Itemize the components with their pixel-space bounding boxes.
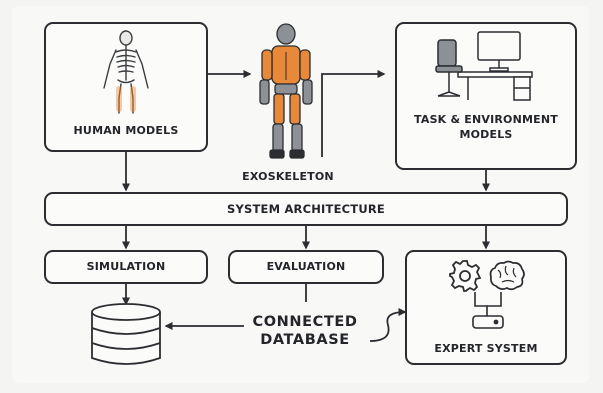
connected-database-label-line2: DATABASE — [260, 332, 350, 348]
brain-icon — [489, 260, 525, 291]
human-models-label: HUMAN MODELS — [73, 124, 179, 137]
arrow-exoskeleton-to-task — [321, 70, 386, 157]
database-icon — [91, 303, 161, 365]
gear-icon — [449, 260, 482, 292]
task-environment-label-line1: TASK & ENVIRONMENT — [414, 113, 558, 126]
workstation-icon — [435, 31, 533, 101]
arrow-connected-to-expert — [369, 308, 407, 342]
device-icon — [472, 292, 504, 329]
expert-system-label: EXPERT SYSTEM — [434, 342, 538, 355]
skeleton-icon — [103, 30, 149, 114]
connected-database-label-line1: CONNECTED — [252, 314, 358, 330]
system-architecture-label: SYSTEM ARCHITECTURE — [227, 202, 385, 216]
evaluation-box — [228, 250, 384, 284]
expert-system-box — [405, 250, 567, 365]
exoskeleton-label: EXOSKELETON — [242, 170, 334, 183]
exoskeleton-figure-icon — [259, 23, 313, 159]
system-architecture-box — [44, 192, 568, 226]
evaluation-label: EVALUATION — [266, 260, 346, 273]
simulation-label: SIMULATION — [86, 260, 166, 273]
human-models-box — [44, 22, 208, 152]
task-environment-label-line2: MODELS — [459, 128, 513, 141]
simulation-box — [44, 250, 208, 284]
